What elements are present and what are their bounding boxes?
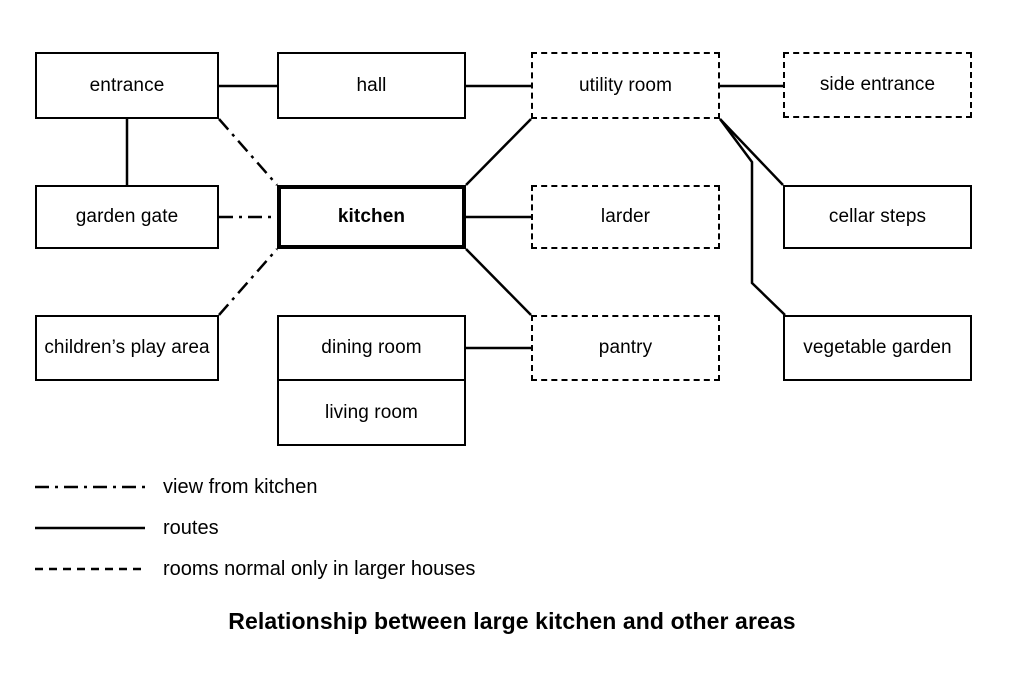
node-garden-gate-label: garden gate bbox=[75, 206, 179, 228]
route-utility-cellar-steps bbox=[719, 118, 784, 186]
diagram-caption: Relationship between large kitchen and o… bbox=[228, 608, 796, 634]
node-hall[interactable]: hall bbox=[277, 52, 466, 119]
node-larder[interactable]: larder bbox=[531, 185, 720, 249]
node-childrens-play-area-label: children’s play area bbox=[44, 337, 210, 359]
node-living-room[interactable]: living room bbox=[277, 381, 466, 446]
view-entrance-kitchen bbox=[218, 118, 278, 186]
legend-item-routes: routes bbox=[35, 507, 735, 548]
legend-label-routes: routes bbox=[163, 516, 219, 539]
node-hall-label: hall bbox=[356, 74, 387, 96]
route-kitchen-pantry bbox=[465, 248, 532, 316]
legend-label-view-from-kitchen: view from kitchen bbox=[163, 475, 318, 498]
node-living-room-label: living room bbox=[325, 401, 418, 423]
node-pantry[interactable]: pantry bbox=[531, 315, 720, 381]
node-side-entrance-label: side entrance bbox=[819, 74, 936, 96]
node-cellar-steps-label: cellar steps bbox=[828, 206, 927, 228]
node-vegetable-garden[interactable]: vegetable garden bbox=[783, 315, 972, 381]
legend-swatch-dashed-icon bbox=[35, 563, 145, 575]
legend-swatch-solid-icon bbox=[35, 522, 145, 534]
node-dining-room-label: dining room bbox=[321, 337, 422, 359]
legend-item-view-from-kitchen: view from kitchen bbox=[35, 466, 735, 507]
legend-item-larger-houses: rooms normal only in larger houses bbox=[35, 548, 735, 589]
node-kitchen[interactable]: kitchen bbox=[277, 185, 466, 249]
legend: view from kitchen routes rooms normal on… bbox=[35, 466, 735, 589]
node-entrance-label: entrance bbox=[89, 74, 165, 96]
legend-swatch-dash-dot-icon bbox=[35, 481, 145, 493]
node-utility-room[interactable]: utility room bbox=[531, 52, 720, 119]
node-pantry-label: pantry bbox=[598, 337, 653, 359]
node-childrens-play-area[interactable]: children’s play area bbox=[35, 315, 219, 381]
node-utility-room-label: utility room bbox=[578, 74, 673, 96]
route-kitchen-utility bbox=[465, 118, 532, 186]
view-childrens-play-kitchen bbox=[218, 248, 278, 316]
node-dining-room[interactable]: dining room bbox=[277, 315, 466, 381]
node-cellar-steps[interactable]: cellar steps bbox=[783, 185, 972, 249]
node-side-entrance[interactable]: side entrance bbox=[783, 52, 972, 118]
legend-label-larger-houses: rooms normal only in larger houses bbox=[163, 557, 476, 580]
node-garden-gate[interactable]: garden gate bbox=[35, 185, 219, 249]
node-entrance[interactable]: entrance bbox=[35, 52, 219, 119]
route-utility-cellar-vegetable bbox=[718, 118, 786, 316]
node-larder-label: larder bbox=[600, 206, 651, 228]
node-kitchen-label: kitchen bbox=[337, 206, 406, 228]
node-vegetable-garden-label: vegetable garden bbox=[803, 337, 952, 359]
